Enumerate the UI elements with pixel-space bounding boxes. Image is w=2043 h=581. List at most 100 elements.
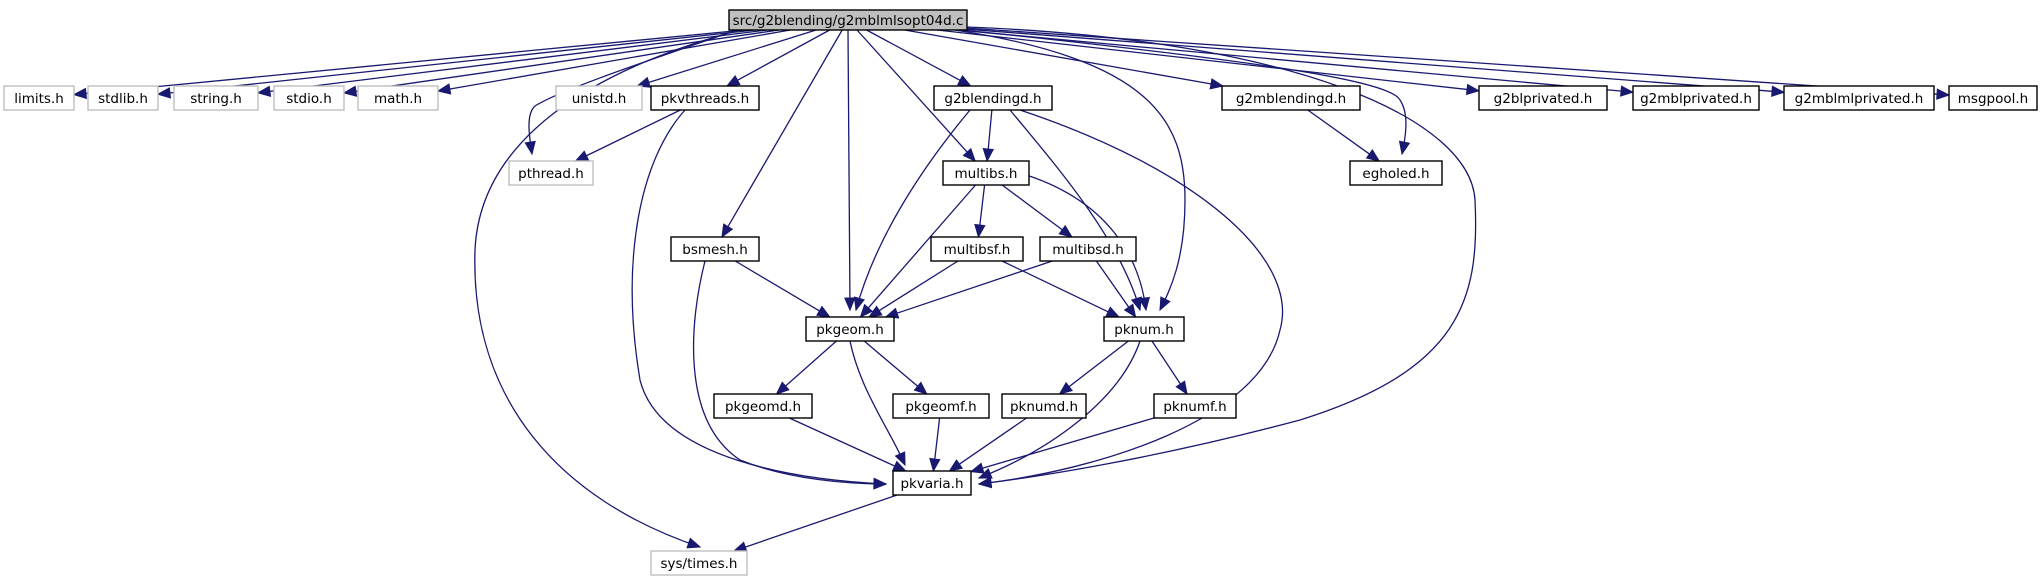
edge-line [528, 29, 738, 155]
edge-root-to-multibs [856, 29, 977, 162]
edge-pknumd-to-pkvaria-arrowhead [948, 459, 964, 472]
edge-root-to-msgpool [966, 27, 1951, 100]
node-stdio: stdio.h [273, 85, 345, 111]
edge-line [1151, 340, 1183, 387]
edge-line [978, 109, 1284, 485]
edge-layer [72, 26, 1951, 553]
node-bsmesh[interactable]: bsmesh.h [670, 236, 760, 262]
edge-root-to-string [256, 29, 768, 97]
edge-pkgeom-to-pkgeomd-arrowhead [775, 381, 790, 395]
edge-line [789, 417, 897, 468]
node-pkgeom[interactable]: pkgeom.h [805, 316, 895, 342]
node-label: sys/times.h [661, 556, 738, 572]
node-box [650, 550, 748, 576]
node-box [555, 85, 643, 111]
edge-multibs-to-multibsf [974, 184, 986, 239]
node-label: src/g2blending/g2mblmlsopt04d.c [733, 13, 964, 29]
edge-line [474, 29, 741, 548]
edge-root-to-pkvthreads-arrowhead [725, 74, 741, 87]
node-label: limits.h [14, 91, 64, 107]
node-pkvaria[interactable]: pkvaria.h [892, 470, 972, 496]
edge-line [353, 29, 779, 93]
node-g2blprivated[interactable]: g2blprivated.h [1478, 85, 1608, 111]
edge-bsmesh-to-pkgeom-arrowhead [816, 305, 831, 318]
edge-line [904, 29, 1214, 85]
edge-line [1307, 109, 1372, 156]
edge-root-to-stdlib-arrowhead [156, 87, 172, 99]
edge-line [1067, 340, 1129, 389]
node-label: pkvthreads.h [661, 91, 750, 107]
node-label: pkgeom.h [816, 322, 884, 338]
node-box [173, 85, 259, 111]
node-box [728, 9, 968, 31]
edge-pkvaria-to-systimes [732, 494, 898, 553]
edge-g2blendingd-to-pkvaria [977, 109, 1284, 489]
edge-line [849, 340, 906, 466]
node-box [892, 470, 972, 496]
edge-pkvthreads-to-pthread-arrowhead [574, 150, 590, 162]
node-stdlib: stdlib.h [87, 85, 159, 111]
node-root[interactable]: src/g2blending/g2mblmlsopt04d.c [728, 9, 968, 31]
edge-pkgeomf-to-pkvaria-arrowhead [929, 457, 941, 473]
edge-g2mblendingd-to-egholed [1307, 109, 1381, 162]
node-box [1948, 85, 2038, 111]
node-g2mblmlprivated[interactable]: g2mblmlprivated.h [1783, 85, 1935, 111]
edge-pknum-to-pknumf-arrowhead [1175, 380, 1188, 396]
edge-line [447, 29, 791, 90]
edge-pknum-to-pknumd-arrowhead [1058, 381, 1073, 395]
node-label: multibs.h [955, 166, 1018, 182]
node-box [273, 85, 345, 111]
node-pknum[interactable]: pknum.h [1103, 316, 1185, 342]
edge-line [783, 340, 837, 388]
edge-line [1019, 172, 1147, 311]
edge-root-to-pknum-arrowhead [1159, 296, 1171, 312]
edge-multibsf-to-pkgeom [867, 260, 959, 318]
edge-line [987, 109, 993, 152]
edge-line [167, 29, 756, 94]
node-multibs[interactable]: multibs.h [942, 160, 1030, 186]
edge-multibs-to-multibsf-arrowhead [974, 223, 986, 239]
edge-root-to-pkgeom-arrowhead [844, 297, 856, 312]
node-systimes: sys/times.h [650, 550, 748, 576]
node-g2mblprivated[interactable]: g2mblprivated.h [1632, 85, 1760, 111]
node-g2mblendingd[interactable]: g2mblendingd.h [1221, 85, 1361, 111]
node-box [1001, 393, 1087, 419]
edge-g2blendingd-to-pkgeom [853, 109, 971, 312]
node-pkgeomd[interactable]: pkgeomd.h [713, 393, 813, 419]
edge-line [847, 29, 851, 311]
edge-root-to-unistd-arrowhead [636, 76, 651, 88]
edge-multibs-to-pknum [1019, 172, 1150, 312]
node-pknumf[interactable]: pknumf.h [1153, 393, 1237, 419]
edge-line [735, 29, 830, 82]
node-box [1153, 393, 1237, 419]
node-g2blendingd[interactable]: g2blendingd.h [933, 85, 1053, 111]
edge-line [743, 494, 898, 549]
node-box [1221, 85, 1361, 111]
edge-line [937, 29, 1470, 91]
node-box [87, 85, 159, 111]
edge-g2blendingd-to-pknum [1009, 109, 1142, 312]
node-label: pknum.h [1114, 322, 1174, 338]
node-label: pknumd.h [1010, 399, 1078, 415]
edge-pknum-to-pknumf [1151, 340, 1188, 396]
node-egholed[interactable]: egholed.h [1349, 160, 1443, 186]
edge-line [978, 340, 1141, 479]
node-box [805, 316, 895, 342]
edge-line [856, 29, 969, 155]
edge-root-to-msgpool-arrowhead [1936, 88, 1951, 100]
node-multibsf[interactable]: multibsf.h [930, 236, 1024, 262]
node-msgpool[interactable]: msgpool.h [1948, 85, 2038, 111]
node-multibsd[interactable]: multibsd.h [1039, 236, 1137, 262]
node-box [1478, 85, 1608, 111]
node-pkvthreads[interactable]: pkvthreads.h [650, 85, 760, 111]
edge-bsmesh-to-pkvaria-arrowhead [873, 478, 888, 490]
node-pkgeomf[interactable]: pkgeomf.h [892, 393, 990, 419]
edge-pkgeom-to-pkvaria [849, 340, 906, 467]
node-pknumd[interactable]: pknumd.h [1001, 393, 1087, 419]
edge-line [1001, 184, 1065, 232]
edge-line [956, 29, 1624, 92]
node-box [3, 85, 75, 111]
edge-root-to-pthread [524, 29, 738, 156]
edge-multibsf-to-pknum [1001, 260, 1121, 318]
